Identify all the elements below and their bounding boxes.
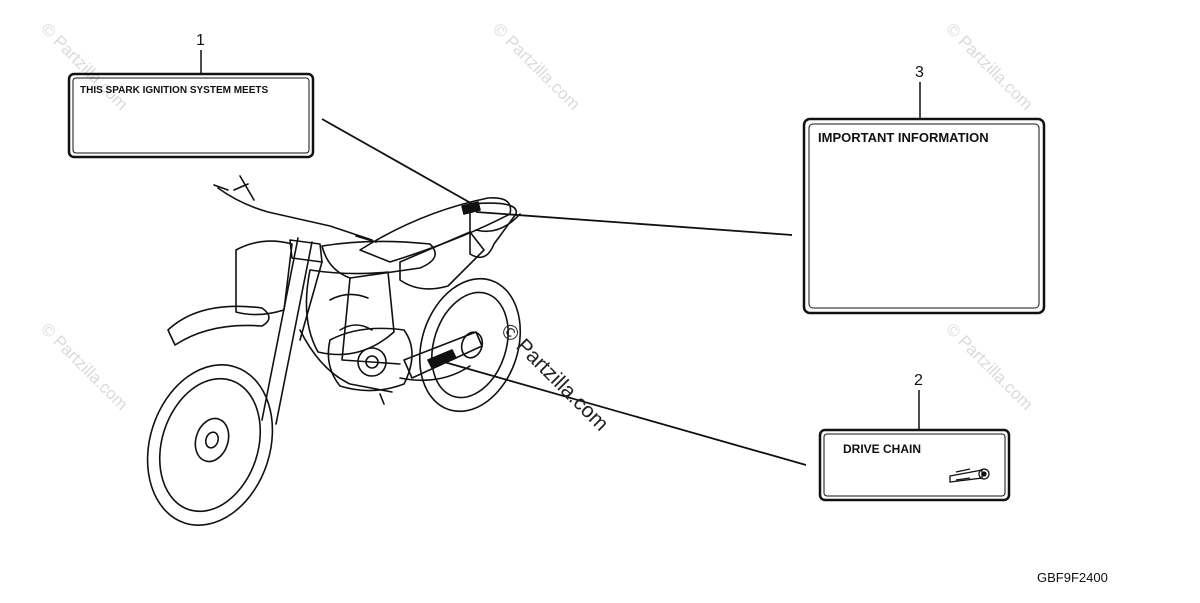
watermark-top-mid: © Partzilla.com (489, 19, 583, 113)
label-1-sticker (67, 72, 315, 159)
label-3-number: 3 (915, 64, 924, 81)
label-3-text: IMPORTANT INFORMATION (818, 130, 989, 145)
label-1-number: 1 (196, 32, 205, 49)
watermark-mid-right: © Partzilla.com (942, 319, 1036, 413)
watermark-top-left: © Partzilla.com (37, 19, 131, 113)
label-3-group: 3 IMPORTANT INFORMATION (802, 64, 1046, 315)
label-1-group: 1 THIS SPARK IGNITION SYSTEM MEETS (67, 32, 315, 159)
watermark-center: © Partzilla.com (496, 319, 612, 435)
label-2-number: 2 (914, 372, 923, 389)
chain-adjuster-icon (949, 468, 990, 483)
watermark-top-right: © Partzilla.com (942, 19, 1036, 113)
motorcycle-illustration (146, 175, 522, 526)
label-3-sticker (802, 117, 1046, 315)
label-1-text: THIS SPARK IGNITION SYSTEM MEETS (80, 85, 268, 96)
diagram-code: GBF9F2400 (1037, 570, 1108, 585)
watermark-mid-left: © Partzilla.com (37, 319, 131, 413)
label-2-text: DRIVE CHAIN (843, 442, 921, 456)
leader-lines (321, 118, 807, 466)
label-2-sticker (818, 428, 1011, 502)
label-2-group: 2 DRIVE CHAIN (818, 372, 1011, 502)
